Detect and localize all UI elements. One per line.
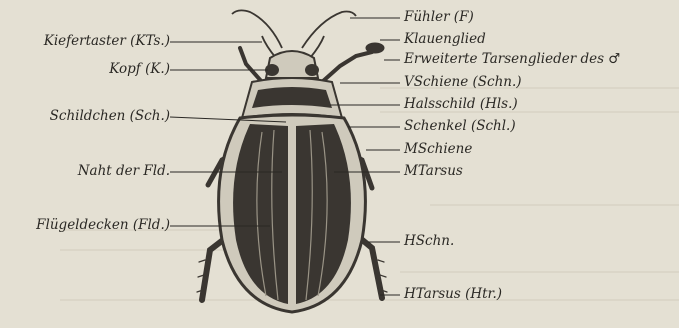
label-fuehler: Fühler (F) xyxy=(404,9,474,25)
beetle-body xyxy=(219,51,366,312)
label-naht: Naht der Fld. xyxy=(78,163,170,179)
label-mtarsus: MTarsus xyxy=(404,163,463,179)
label-mschiene: MSchiene xyxy=(404,141,472,157)
label-htarsus: HTarsus (Htr.) xyxy=(404,286,502,302)
label-halsschild: Halsschild (Hls.) xyxy=(404,96,518,112)
label-vschiene: VSchiene (Schn.) xyxy=(404,74,522,90)
label-kiefertaster: Kiefertaster (KTs.) xyxy=(44,33,170,49)
label-hschn: HSchn. xyxy=(404,233,454,249)
label-klauenglied: Klauenglied xyxy=(404,31,486,47)
label-fluegeldecken: Flügeldecken (Fld.) xyxy=(36,217,170,233)
label-schildchen: Schildchen (Sch.) xyxy=(50,108,170,124)
label-kopf: Kopf (K.) xyxy=(109,61,170,77)
label-schenkel: Schenkel (Schl.) xyxy=(404,118,516,134)
label-tarsenglieder: Erweiterte Tarsenglieder des ♂ xyxy=(404,51,620,67)
